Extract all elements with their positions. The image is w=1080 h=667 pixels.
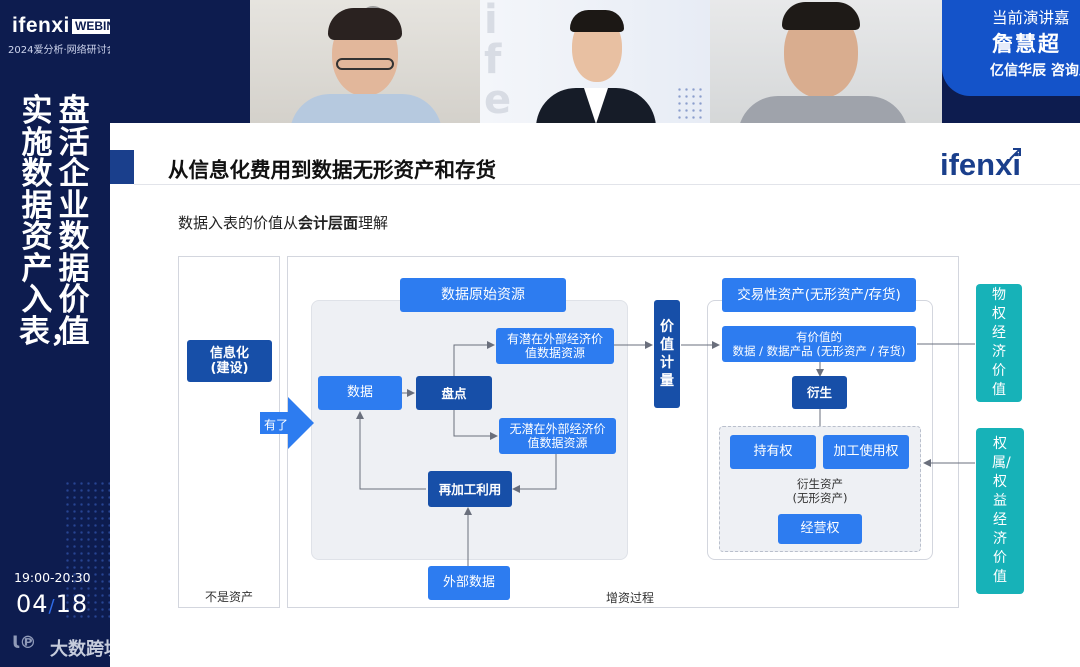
event-subtitle: 2024爱分析·网络研讨会: [8, 45, 117, 56]
reprocess-box: 再加工利用: [428, 471, 512, 507]
participant-3-shirt: [738, 96, 908, 123]
watermark-text: 大数跨境: [50, 639, 122, 660]
speaker-company: 亿信华辰 咨询总: [990, 63, 1080, 79]
slide-subtitle: 数据入表的价值从会计层面理解: [178, 212, 388, 233]
participant-3-hair: [782, 2, 860, 30]
operating-right-box: 经营权: [778, 514, 862, 544]
participant-1-hair: [328, 8, 402, 40]
data-box: 数据: [318, 376, 402, 410]
participant-2-hair: [570, 10, 624, 32]
external-value-resource-box: 有潜在外部经济价值数据资源: [496, 328, 614, 364]
slide-title-accent-bar: [110, 150, 134, 184]
event-date: 04/18: [16, 590, 89, 618]
youle-arrow: 有了: [260, 397, 316, 449]
event-time: 19:00-20:30: [14, 570, 91, 585]
video-tile-participant-1[interactable]: [250, 0, 480, 123]
video-tile-participant-3[interactable]: [710, 0, 942, 123]
informatization-box: 信息化 (建设): [187, 340, 272, 382]
event-date-day: 18: [55, 590, 89, 618]
glasses-icon: [336, 58, 394, 70]
raw-resource-header: 数据原始资源: [400, 278, 566, 312]
watermark-logo-icon: Ɩ℗: [12, 633, 37, 653]
slide-subtitle-suffix: 理解: [358, 214, 389, 232]
valuable-data-line-1: 有价值的: [796, 330, 842, 344]
slide-subtitle-text: 数据入表的价值从: [178, 214, 299, 232]
derive-box: 衍生: [792, 376, 847, 409]
tradable-asset-header: 交易性资产(无形资产/存货): [722, 278, 916, 312]
equity-economic-value-label: 权属/权益经济价值: [992, 436, 1011, 585]
slide-subtitle-emphasis: 会计层面: [298, 214, 359, 232]
property-economic-value-box: 物权经济价值: [976, 284, 1022, 402]
decorative-dot-grid: [64, 480, 110, 620]
asset-growth-label: 增资过程: [606, 591, 655, 605]
value-measurement-label: 价值计量: [660, 319, 674, 389]
equity-economic-value-box: 权属/权益经济价值: [976, 428, 1024, 594]
left-branding-panel: [0, 0, 110, 667]
video-tile-participant-2[interactable]: ifenxi: [480, 0, 710, 123]
speaker-caption: 当前演讲嘉: [992, 9, 1070, 27]
inventory-box: 盘点: [416, 376, 492, 410]
logo-arrow-icon: [1009, 148, 1021, 160]
processing-right-box: 加工使用权: [823, 435, 909, 469]
decorative-dot-grid: [676, 86, 706, 122]
participant-1-shirt: [290, 94, 442, 123]
event-title-column-2: 实施数据资产入表，: [19, 93, 81, 350]
speaker-info-panel: [942, 0, 1080, 96]
youle-label: 有了: [264, 418, 289, 432]
property-economic-value-label: 物权经济价值: [992, 287, 1006, 398]
brand-logo: ifenxi: [12, 14, 70, 37]
slide-title: 从信息化费用到数据无形资产和存货: [168, 158, 496, 182]
derived-assets-label: 衍生资产 (无形资产): [792, 477, 848, 505]
background-logo-pattern: ifenxi: [484, 0, 512, 123]
valuable-data-box: 有价值的 数据 / 数据产品 (无形资产 / 存货): [722, 326, 916, 362]
no-external-value-resource-box: 无潜在外部经济价值数据资源: [499, 418, 616, 454]
right-arrow-icon: [260, 397, 314, 449]
speaker-name: 詹慧超: [992, 32, 1061, 56]
event-title-column-1: 盘活企业数据价值: [58, 93, 90, 350]
not-asset-label: 不是资产: [205, 590, 254, 604]
valuable-data-line-2: 数据 / 数据产品 (无形资产 / 存货): [732, 344, 906, 358]
slide-divider: [134, 184, 1080, 185]
external-data-box: 外部数据: [428, 566, 510, 600]
slide-brand-logo: ifenxi: [940, 147, 1021, 182]
event-date-month: 04: [16, 590, 49, 618]
value-measurement-box: 价值计量: [654, 300, 680, 408]
holding-right-box: 持有权: [730, 435, 816, 469]
